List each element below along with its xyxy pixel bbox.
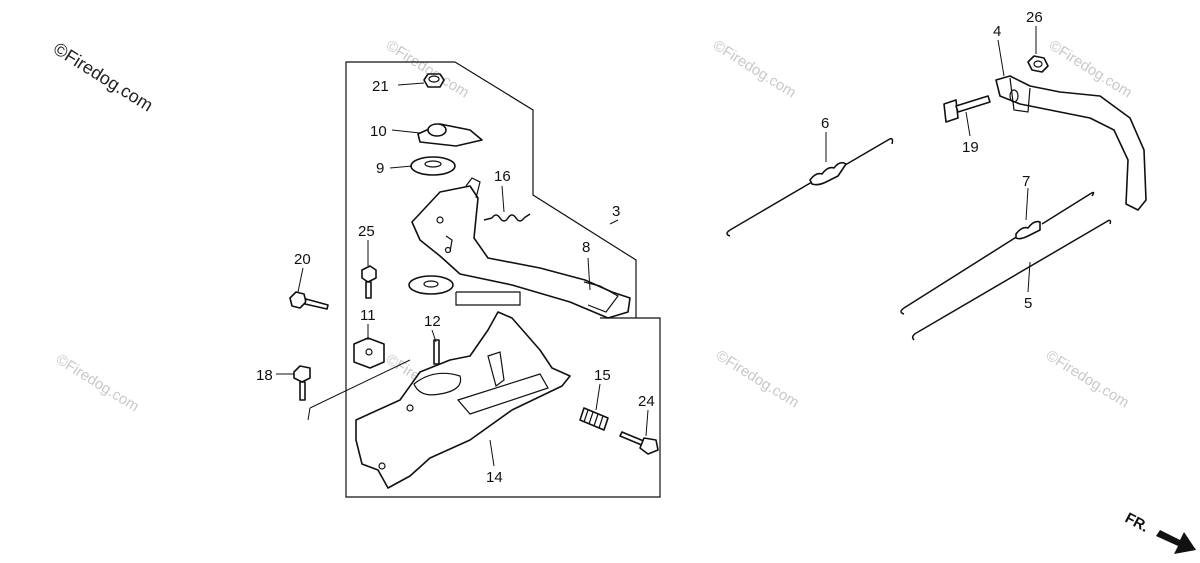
callout-21: 21 bbox=[372, 78, 389, 95]
washer-9 bbox=[410, 156, 456, 176]
nut-21 bbox=[423, 73, 445, 88]
callout-14: 14 bbox=[486, 469, 503, 486]
watermark-layer: ©Firedog.com ©Firedog.com ©Firedog.com ©… bbox=[50, 37, 1135, 415]
spring-15 bbox=[579, 407, 609, 431]
bolt-19 bbox=[943, 95, 991, 123]
callout-19: 19 bbox=[962, 139, 979, 156]
leader-lines bbox=[276, 26, 1037, 467]
nut-26 bbox=[1027, 55, 1049, 73]
bolt-20 bbox=[289, 291, 329, 310]
callout-24: 24 bbox=[638, 393, 655, 410]
callout-5: 5 bbox=[1024, 295, 1032, 312]
front-label: FR. bbox=[1122, 510, 1151, 536]
watermark: ©Firedog.com bbox=[1043, 347, 1132, 411]
callout-4: 4 bbox=[993, 23, 1001, 40]
control-lever-3 bbox=[411, 177, 631, 319]
base-bracket-14 bbox=[355, 311, 571, 489]
callout-26: 26 bbox=[1026, 9, 1043, 26]
callout-8: 8 bbox=[582, 239, 590, 256]
callout-10: 10 bbox=[370, 123, 387, 140]
callout-3: 3 bbox=[612, 203, 620, 220]
spring-rod-6 bbox=[726, 137, 894, 237]
callout-9: 9 bbox=[376, 160, 384, 177]
callout-20: 20 bbox=[294, 251, 311, 268]
callout-15: 15 bbox=[594, 367, 611, 384]
clip-11 bbox=[353, 337, 385, 369]
front-direction-marker: FR. bbox=[1122, 510, 1196, 554]
callout-labels: 21 10 9 16 3 8 25 20 11 12 18 15 24 14 6… bbox=[256, 9, 1043, 486]
bolt-18 bbox=[293, 365, 311, 401]
spring-rod-7 bbox=[900, 191, 1095, 315]
brand-watermark: ©Firedog.com bbox=[50, 38, 157, 115]
callout-25: 25 bbox=[358, 223, 375, 240]
control-arm-4 bbox=[995, 75, 1147, 211]
bolt-24 bbox=[619, 431, 659, 455]
washer-12 bbox=[408, 275, 454, 295]
plate-10 bbox=[417, 123, 483, 147]
watermark: ©Firedog.com bbox=[383, 37, 472, 101]
rod-5 bbox=[911, 219, 1112, 341]
callout-12: 12 bbox=[424, 313, 441, 330]
callout-16: 16 bbox=[494, 168, 511, 185]
watermark: ©Firedog.com bbox=[710, 37, 799, 101]
watermark: ©Firedog.com bbox=[53, 351, 142, 415]
assembly-outline bbox=[345, 61, 661, 498]
bolt-25 bbox=[361, 265, 377, 299]
callout-11: 11 bbox=[360, 307, 376, 324]
spring-16 bbox=[483, 213, 531, 222]
front-arrow-icon bbox=[1156, 530, 1196, 554]
callout-6: 6 bbox=[821, 115, 829, 132]
callout-18: 18 bbox=[256, 367, 273, 384]
callout-7: 7 bbox=[1022, 173, 1030, 190]
watermark: ©Firedog.com bbox=[713, 347, 802, 411]
